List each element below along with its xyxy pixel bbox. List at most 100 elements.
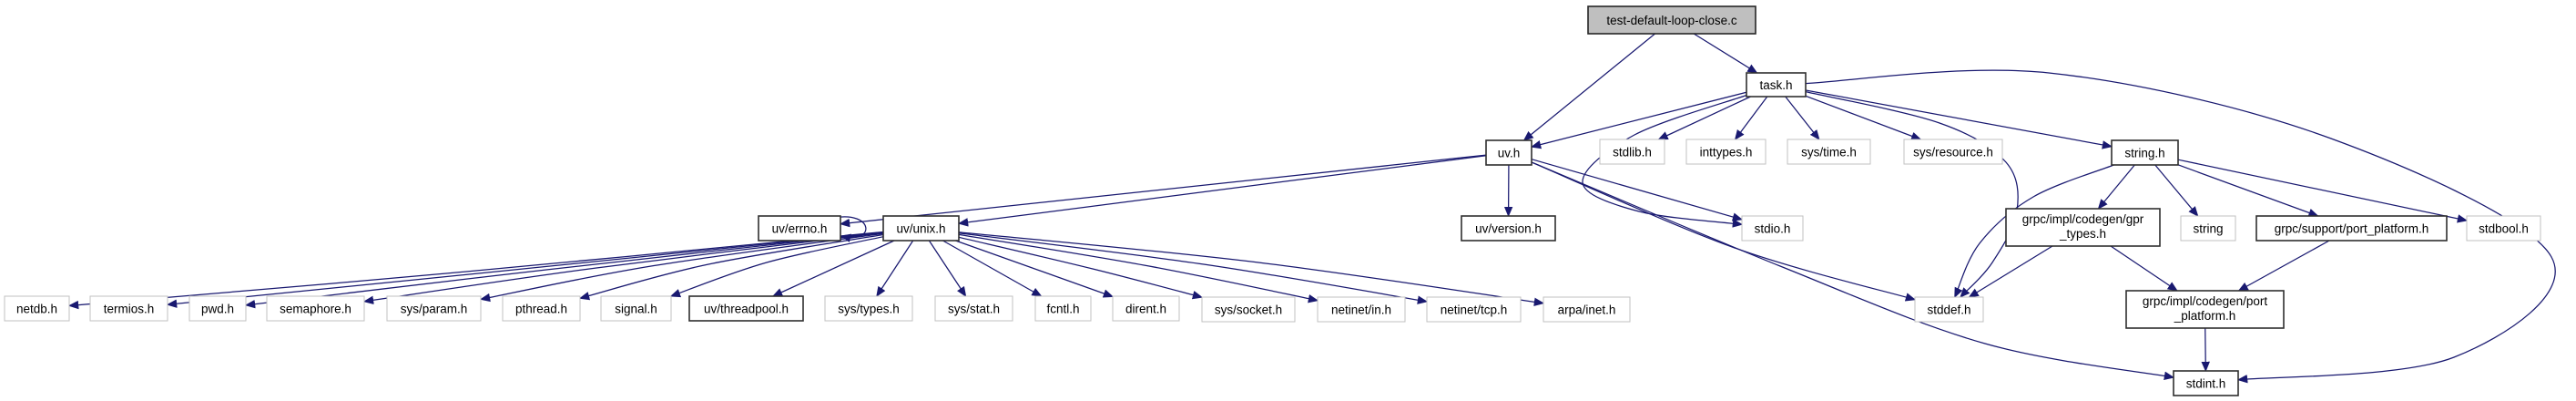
node-label: stdlib.h	[1613, 145, 1652, 159]
edge-task-to-stdlib	[1657, 96, 1751, 140]
node-sys-socket-h[interactable]: sys/socket.h	[1201, 296, 1296, 323]
node-label: uv.h	[1498, 146, 1521, 159]
node-netinet-tcp-h[interactable]: netinet/tcp.h	[1426, 296, 1522, 323]
edge-uv-to-uverrno	[839, 154, 1487, 228]
node-stddef-h[interactable]: stddef.h	[1914, 296, 1984, 323]
edge-task-to-stdio	[1582, 94, 1747, 228]
node-box	[2005, 208, 2161, 247]
node-label: grpc/impl/codegen/gpr	[2022, 212, 2144, 226]
node-uv-version-h[interactable]: uv/version.h	[1461, 215, 1556, 242]
node-box	[1685, 139, 1767, 165]
node-label: test-default-loop-close.c	[1606, 14, 1737, 27]
node-sys-stat-h[interactable]: sys/stat.h	[934, 295, 1013, 322]
node-label: fcntl.h	[1046, 302, 1079, 315]
node-label: netdb.h	[16, 302, 57, 315]
node-box	[1914, 296, 1984, 323]
node-stdio-h[interactable]: stdio.h	[1741, 215, 1804, 242]
node-box	[1543, 296, 1631, 323]
node-box	[1034, 295, 1092, 322]
node-box	[758, 215, 841, 242]
node-box	[2173, 370, 2239, 396]
node-label: arpa/inet.h	[1558, 303, 1616, 316]
node-sys-param-h[interactable]: sys/param.h	[386, 295, 482, 322]
node-box	[2111, 139, 2179, 166]
node-sys-time-h[interactable]: sys/time.h	[1787, 139, 1871, 165]
node-sys-resource-h[interactable]: sys/resource.h	[1903, 139, 2003, 165]
node-box	[2180, 215, 2236, 242]
node-box	[1787, 139, 1871, 165]
node-fcntl-h[interactable]: fcntl.h	[1034, 295, 1092, 322]
node-arpa-inet-h[interactable]: arpa/inet.h	[1543, 296, 1631, 323]
edge-uvunix-to-arpainet	[958, 231, 1545, 306]
node-string[interactable]: string	[2180, 215, 2236, 242]
node-grpc-support-port-platform-h[interactable]: grpc/support/port_platform.h	[2255, 215, 2448, 242]
node-inttypes-h[interactable]: inttypes.h	[1685, 139, 1767, 165]
node-box	[1426, 296, 1522, 323]
node-pwd-h[interactable]: pwd.h	[188, 295, 247, 322]
node-box	[266, 295, 365, 322]
edge-uv-to-stdint	[1531, 161, 2175, 380]
node-signal-h[interactable]: signal.h	[600, 295, 672, 322]
node-netdb-h[interactable]: netdb.h	[4, 295, 70, 322]
node-box	[89, 295, 168, 322]
node-stdint-h[interactable]: stdint.h	[2173, 370, 2239, 396]
node-semaphore-h[interactable]: semaphore.h	[266, 295, 365, 322]
node-test-default-loop-close-c[interactable]: test-default-loop-close.c	[1587, 5, 1756, 35]
edge-task-to-stddef	[1805, 90, 2019, 298]
node-box	[1599, 139, 1665, 165]
node-box	[1587, 5, 1756, 35]
edge-uvunix-to-syssocket	[958, 236, 1204, 300]
edges-layer	[67, 33, 2556, 384]
node-uv-unix-h[interactable]: uv/unix.h	[882, 215, 960, 242]
edge-uvunix-to-netinetin	[958, 233, 1319, 303]
node-box	[1903, 139, 2003, 165]
node-pthread-h[interactable]: pthread.h	[502, 295, 581, 322]
node-stdlib-h[interactable]: stdlib.h	[1599, 139, 1665, 165]
node-sys-types-h[interactable]: sys/types.h	[824, 295, 913, 322]
node-label: pthread.h	[515, 302, 567, 315]
node-box	[1746, 72, 1807, 98]
node-grpc-impl-codegen-gpr-types-h[interactable]: grpc/impl/codegen/gpr_types.h	[2005, 208, 2161, 247]
node-string-h[interactable]: string.h	[2111, 139, 2179, 166]
edge-uvunix-to-threadpool	[771, 240, 895, 297]
node-label: sys/param.h	[401, 302, 468, 315]
node-uv-h[interactable]: uv.h	[1485, 139, 1532, 166]
nodes-layer: test-default-loop-close.c task.h uv.h stdli…	[4, 5, 2541, 396]
edge-uvunix-to-netinettcp	[958, 232, 1429, 304]
node-box	[1112, 295, 1180, 322]
node-grpc-impl-codegen-port-platform-h[interactable]: grpc/impl/codegen/port_platform.h	[2125, 290, 2285, 329]
node-label: grpc/impl/codegen/port	[2143, 294, 2268, 308]
edge-uvunix-to-netdb	[67, 231, 884, 310]
node-uv-threadpool-h[interactable]: uv/threadpool.h	[688, 295, 804, 322]
node-label: string.h	[2124, 146, 2164, 159]
node-label: stdio.h	[1755, 221, 1791, 235]
edge-root-to-task	[1693, 33, 1758, 74]
edge-task-to-string_h	[1805, 89, 2113, 149]
node-box	[1485, 139, 1532, 166]
node-label: termios.h	[104, 302, 155, 315]
edge-uv-to-stdio	[1531, 159, 1744, 221]
node-box	[2466, 215, 2541, 242]
node-uv-errno-h[interactable]: uv/errno.h	[758, 215, 841, 242]
node-box	[824, 295, 913, 322]
node-label: task.h	[1759, 78, 1792, 92]
edge-root-to-uv	[1522, 33, 1655, 141]
node-box	[386, 295, 482, 322]
edge-uvunix-to-dirent	[955, 240, 1115, 298]
node-dirent-h[interactable]: dirent.h	[1112, 295, 1180, 322]
edge-task-to-uv	[1530, 91, 1747, 149]
node-termios-h[interactable]: termios.h	[89, 295, 168, 322]
edge-uv-to-stddef	[1531, 161, 1917, 302]
node-label: netinet/tcp.h	[1441, 303, 1508, 316]
node-box	[2255, 215, 2448, 242]
edge-uv-to-uvunix	[957, 155, 1487, 227]
edge-uvunix-to-fcntl	[942, 240, 1043, 297]
node-label: sys/resource.h	[1913, 145, 1993, 159]
node-netinet-in-h[interactable]: netinet/in.h	[1317, 296, 1406, 323]
node-stdbool-h[interactable]: stdbool.h	[2466, 215, 2541, 242]
node-task-h[interactable]: task.h	[1746, 72, 1807, 98]
node-label: inttypes.h	[1700, 145, 1753, 159]
node-box	[188, 295, 247, 322]
node-label: uv/version.h	[1475, 221, 1542, 235]
edge-uvunix-to-systypes	[876, 240, 914, 297]
